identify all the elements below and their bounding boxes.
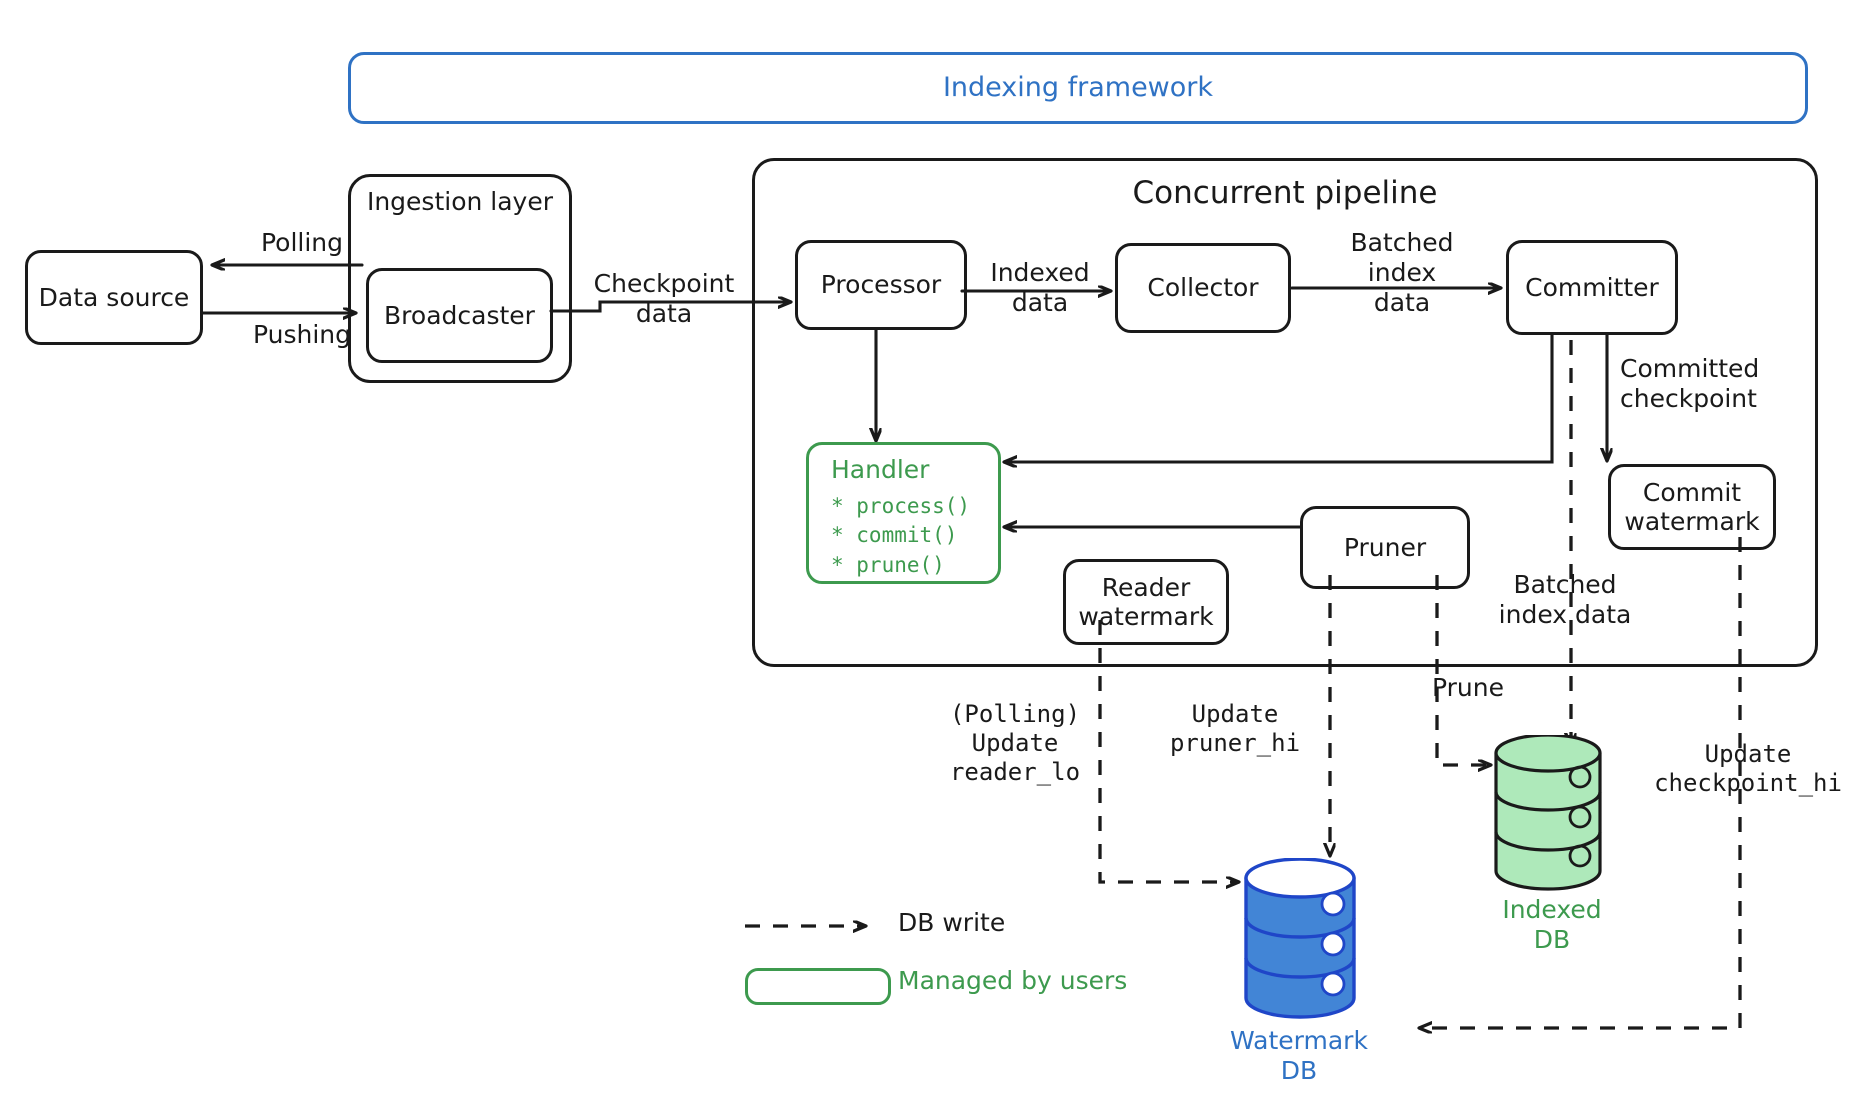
group-ingestion-layer: Ingestion layer [348, 174, 572, 383]
node-handler[interactable]: Handler * process() * commit() * prune() [806, 442, 1001, 584]
indexed-db-icon [1494, 733, 1602, 891]
commit-watermark-label-line1: Commit [1642, 477, 1742, 507]
edge-label-checkpoint-data: Checkpoint data [593, 269, 735, 328]
framework-banner: Indexing framework [348, 52, 1808, 124]
legend-db-write-label: DB write [898, 908, 1006, 937]
watermark-db-label-line1: Watermark [1230, 1026, 1368, 1055]
edge-label-indexed-data: Indexed data [990, 258, 1090, 317]
data-source-label: Data source [38, 282, 190, 312]
watermark-db-icon [1244, 857, 1356, 1019]
edge-label-update-checkpoint-hi: Update checkpoint_hi [1654, 740, 1842, 797]
commit-watermark-label-line2: watermark [1624, 507, 1760, 536]
concurrent-pipeline-title: Concurrent pipeline [1132, 175, 1438, 211]
edge-label-committed-checkpoint: Committed checkpoint [1620, 354, 1760, 413]
watermark-db-label: Watermark DB [1206, 1026, 1392, 1086]
edge-label-polling: Polling [260, 228, 344, 257]
indexed-db-label-line2: DB [1533, 925, 1571, 954]
ingestion-layer-title: Ingestion layer [366, 187, 554, 216]
handler-method-commit: * commit() [831, 523, 958, 548]
edge-label-batched-index-data-bottom: Batched index data [1498, 570, 1632, 629]
legend-managed-swatch [745, 968, 891, 1005]
indexed-db-label: Indexed DB [1468, 895, 1636, 955]
legend-managed-label: Managed by users [898, 966, 1128, 995]
edge-label-batched-index-data-top: Batched index data [1350, 228, 1454, 317]
handler-title: Handler [831, 455, 930, 484]
committer-label: Committer [1525, 272, 1659, 302]
reader-watermark-label-line1: Reader [1101, 572, 1191, 602]
edge-label-pushing: Pushing [252, 320, 351, 349]
handler-methods: * process() * commit() * prune() [831, 492, 970, 581]
collector-label: Collector [1147, 273, 1259, 303]
node-data-source[interactable]: Data source [25, 250, 203, 345]
group-concurrent-pipeline: Concurrent pipeline [752, 158, 1818, 667]
node-pruner[interactable]: Pruner [1300, 506, 1470, 589]
edge-label-update-pruner-hi: Update pruner_hi [1169, 700, 1301, 757]
handler-method-prune: * prune() [831, 553, 945, 578]
node-committer[interactable]: Committer [1506, 240, 1678, 335]
node-broadcaster[interactable]: Broadcaster [366, 268, 553, 363]
node-commit-watermark[interactable]: Commit watermark [1608, 464, 1776, 550]
pruner-label: Pruner [1343, 532, 1427, 562]
framework-title: Indexing framework [942, 72, 1214, 104]
node-processor[interactable]: Processor [795, 240, 967, 330]
watermark-db-label-line2: DB [1280, 1056, 1318, 1085]
node-collector[interactable]: Collector [1115, 243, 1291, 333]
edge-label-polling-update-reader-lo: (Polling) Update reader_lo [949, 700, 1081, 786]
edge-label-prune: Prune [1432, 673, 1504, 702]
db-indexed[interactable]: Indexed DB [1490, 733, 1614, 954]
node-reader-watermark[interactable]: Reader watermark [1063, 559, 1229, 645]
reader-watermark-label-line2: watermark [1078, 602, 1214, 631]
broadcaster-label: Broadcaster [384, 300, 535, 330]
indexed-db-label-line1: Indexed [1502, 895, 1602, 924]
db-watermark[interactable]: Watermark DB [1230, 857, 1378, 1085]
handler-method-process: * process() [831, 493, 971, 518]
processor-label: Processor [820, 270, 942, 300]
